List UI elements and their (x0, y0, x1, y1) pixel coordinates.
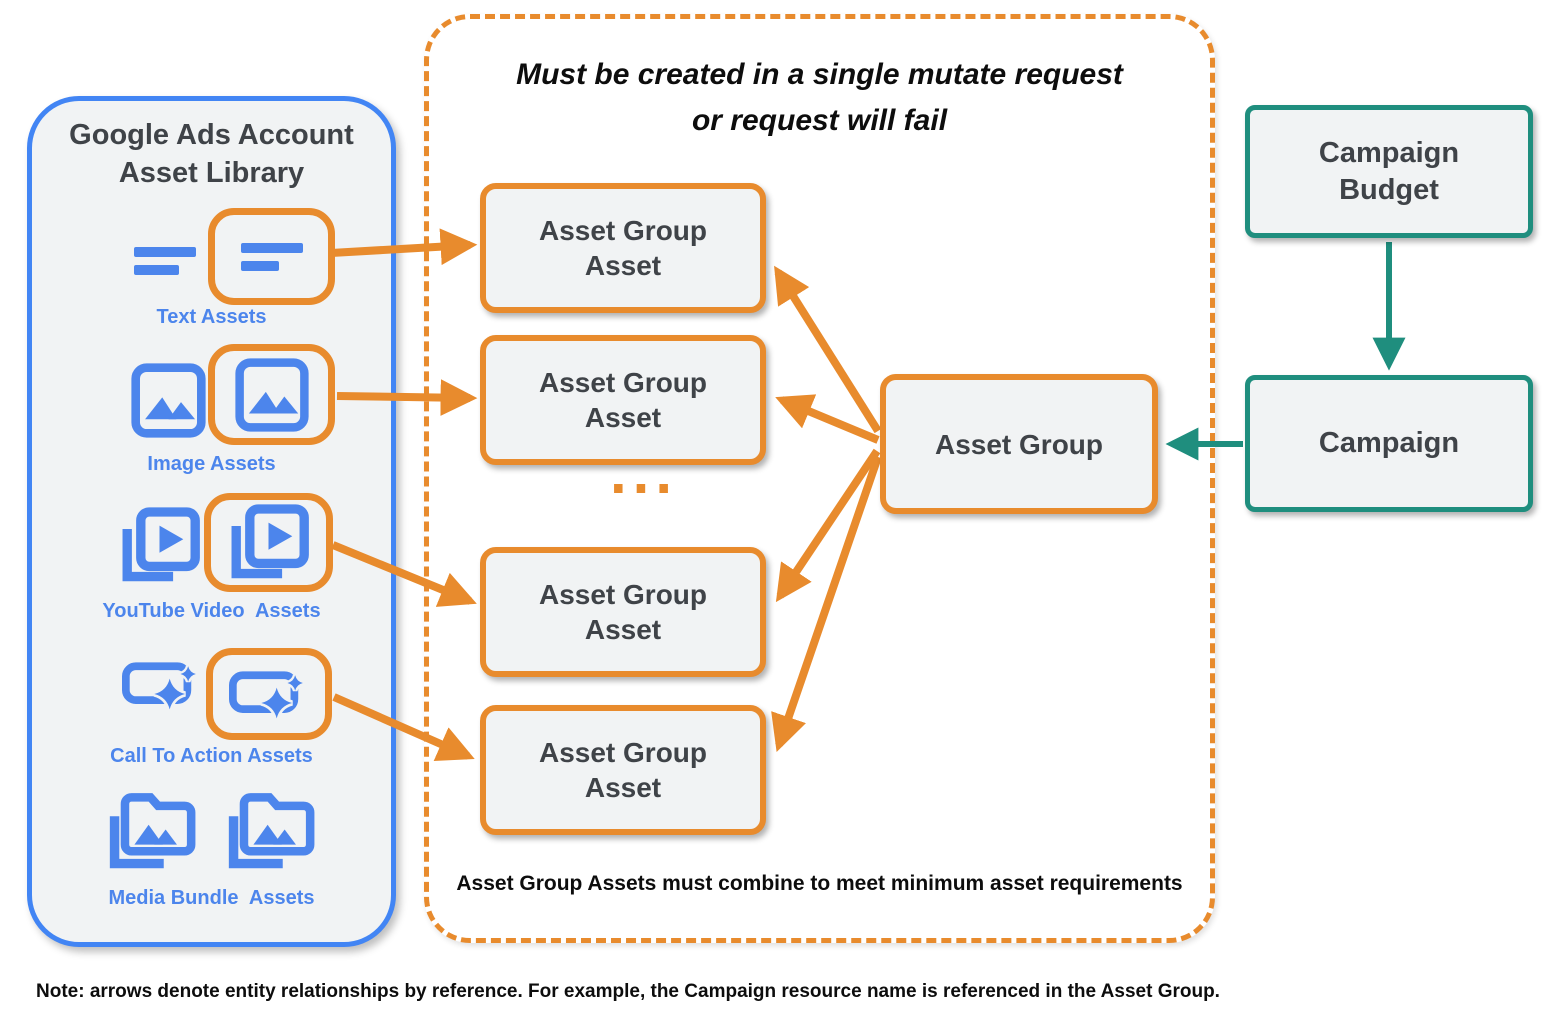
campaign-budget-box: Campaign Budget (1245, 105, 1533, 238)
mutate-request-title: Must be created in a single mutate reque… (424, 52, 1215, 144)
asset-group-asset-box-3: Asset Group Asset (480, 547, 766, 677)
campaign-label: Campaign (1318, 427, 1460, 459)
media-bundle-asset-icon (222, 786, 317, 873)
asset-group-asset-label-line2: Asset (584, 250, 662, 281)
asset-group-asset-label-line1: Asset Group (538, 579, 708, 610)
asset-group-asset-label-line2: Asset (584, 772, 662, 803)
library-title-line1: Google Ads Account (69, 119, 354, 151)
call-to-action-asset-highlight-frame (206, 648, 332, 740)
youtube-video-asset-icon (117, 505, 202, 587)
campaign-budget-label-line2: Budget (1339, 173, 1439, 206)
youtube-video-assets-label: YouTube Video Assets (102, 600, 321, 622)
call-to-action-asset-icon (122, 657, 202, 714)
library-title-line2: Asset Library (118, 157, 305, 189)
image-asset-icon (234, 357, 309, 432)
asset-group-asset-label-line2: Asset (584, 402, 662, 433)
text-assets-label: Text Assets (156, 306, 267, 328)
library-title: Google Ads Account Asset Library (27, 116, 396, 192)
asset-group-box: Asset Group (880, 374, 1158, 514)
asset-group-asset-label-line1: Asset Group (538, 737, 708, 768)
text-asset-highlight-frame (208, 208, 335, 305)
mutate-request-title-line1: Must be created in a single mutate reque… (516, 58, 1123, 91)
media-bundle-assets-label: Media Bundle Assets (108, 887, 315, 909)
image-asset-highlight-frame (208, 344, 335, 445)
asset-group-label: Asset Group (934, 428, 1104, 460)
text-asset-icon (134, 247, 196, 275)
asset-group-asset-label-line1: Asset Group (538, 367, 708, 398)
asset-group-asset-label-line2: Asset (584, 614, 662, 645)
min-requirements-note: Asset Group Assets must combine to meet … (456, 872, 1183, 895)
youtube-video-asset-icon (226, 502, 311, 584)
asset-group-asset-box-4: Asset Group Asset (480, 705, 766, 835)
youtube-video-asset-highlight-frame (204, 493, 333, 592)
image-asset-icon (131, 363, 206, 438)
campaign-box: Campaign (1245, 375, 1533, 512)
image-assets-label: Image Assets (147, 453, 276, 475)
asset-group-asset-box-2: Asset Group Asset (480, 335, 766, 465)
reference-note: Note: arrows denote entity relationships… (36, 981, 1220, 1002)
call-to-action-asset-icon (229, 666, 309, 723)
media-bundle-asset-icon (103, 786, 198, 873)
text-asset-icon (240, 242, 303, 271)
campaign-budget-label-line1: Campaign (1318, 136, 1460, 169)
asset-group-asset-label-line1: Asset Group (538, 215, 708, 246)
asset-group-asset-box-1: Asset Group Asset (480, 183, 766, 313)
more-assets-ellipsis: ... (609, 439, 678, 506)
call-to-action-assets-label: Call To Action Assets (110, 745, 313, 767)
mutate-request-title-line2: or request will fail (691, 104, 948, 137)
